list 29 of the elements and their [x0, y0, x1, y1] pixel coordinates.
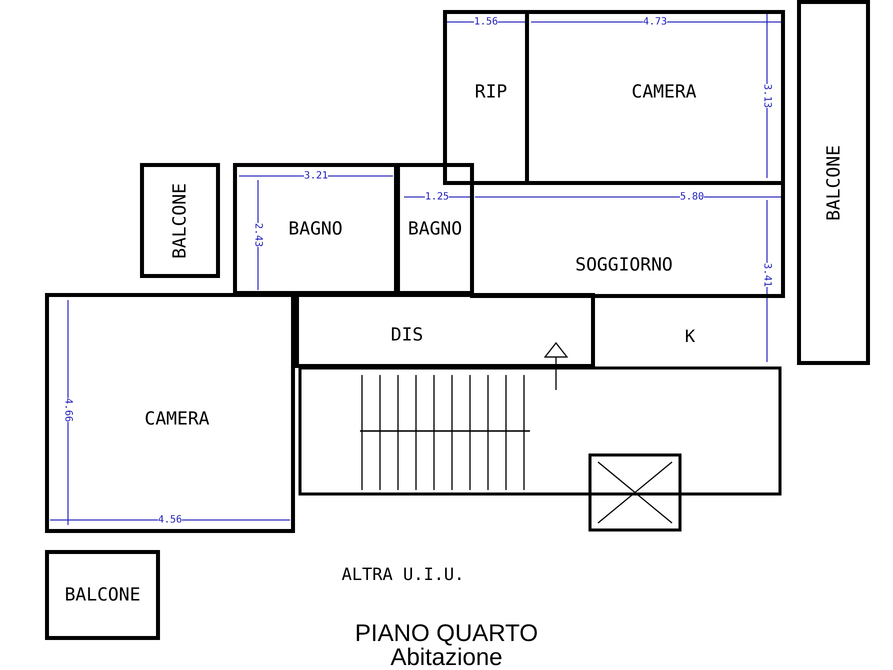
dimension-label: 2.43 — [252, 222, 264, 248]
room-area — [295, 293, 595, 368]
room-name: SOGGIORNO — [575, 254, 673, 276]
area-label: K — [684, 327, 696, 347]
dimension-label: 3.41 — [762, 262, 772, 288]
dimension-label: 4.73 — [642, 16, 668, 28]
dimension-label: 1.56 — [474, 16, 498, 28]
dimension-label: 1.25 — [424, 192, 450, 202]
floor-title: PIANO QUARTO — [354, 620, 538, 647]
room-name: CAMERA — [144, 408, 210, 430]
room-area — [45, 293, 295, 533]
room-name: RIP — [474, 82, 508, 102]
dimension-label: 4.66 — [62, 398, 74, 422]
room-name: BALCONE — [64, 584, 140, 606]
room-name: BAGNO — [408, 218, 462, 240]
balcony-area — [140, 163, 220, 278]
room-name: BAGNO — [288, 218, 343, 240]
room-area — [45, 550, 160, 640]
room-name: DIS — [390, 324, 424, 346]
plan-caption: Abitazione — [390, 644, 503, 670]
dimension-label: 5.80 — [680, 192, 704, 202]
dimension-label: 3.13 — [762, 84, 772, 108]
area-label: ALTRA U.I.U. — [342, 565, 464, 585]
room-name: BALCONE — [823, 144, 844, 220]
dimension-label: 4.56 — [158, 514, 182, 526]
room-name: CAMERA — [631, 82, 697, 102]
dimension-label: 3.21 — [304, 170, 328, 182]
room-name: BALCONE — [170, 182, 190, 258]
balcony-area — [797, 0, 870, 365]
